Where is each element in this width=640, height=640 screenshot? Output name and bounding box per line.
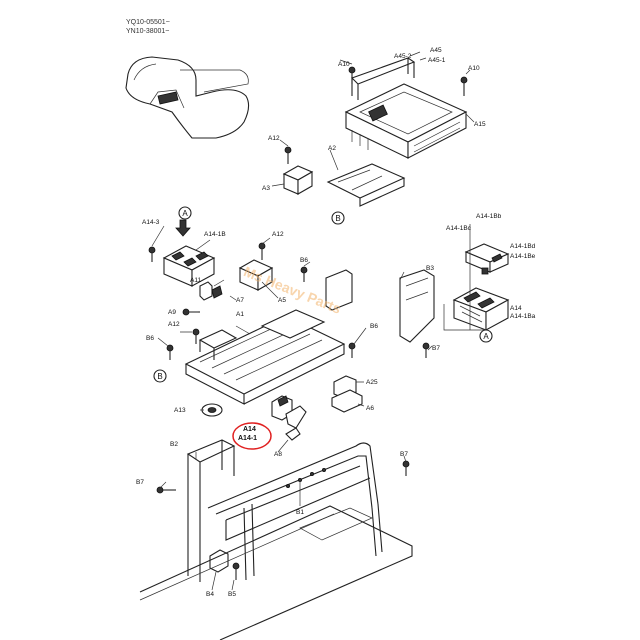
- bolt-a14-3: [148, 246, 156, 262]
- label-a12-mid: A12: [272, 231, 284, 238]
- bolt-a12-left: [192, 328, 200, 344]
- label-a11: A11: [190, 277, 201, 284]
- svg-text:A: A: [483, 332, 489, 341]
- switch-a14-1b: [162, 245, 216, 287]
- switch-a14-right: [452, 287, 510, 331]
- bolt-a12-mid: [258, 242, 266, 260]
- highlight-label: A14-1: [238, 435, 257, 442]
- ref-circle-b-upper: B: [331, 211, 345, 225]
- label-a14-1bb: A14-1Bb: [476, 213, 502, 220]
- label-b3: B3: [426, 265, 434, 272]
- bolt-b7-left: [156, 486, 176, 494]
- ref-circle-b-lower: B: [153, 369, 167, 383]
- label-b1: B1: [296, 509, 304, 516]
- label-a45: A45: [430, 47, 442, 54]
- highlight-label-top: A14: [243, 426, 256, 433]
- label-b4: B4: [206, 591, 214, 598]
- label-a1: A1: [236, 311, 244, 318]
- bolt-a10-right: [460, 76, 468, 96]
- connector-a7: [211, 285, 223, 299]
- bolt-b6-mid: [348, 342, 356, 358]
- serial-range-1: YQ10-05501~: [126, 19, 170, 26]
- svg-text:A: A: [182, 209, 188, 218]
- ref-circle-a-top: A: [178, 206, 192, 220]
- leader-lines: [151, 51, 475, 591]
- label-a10-left: A10: [338, 61, 350, 68]
- label-a10-right: A10: [468, 65, 480, 72]
- label-a14-1bd: A14-1Bd: [510, 243, 536, 250]
- label-a3: A3: [262, 185, 270, 192]
- svg-text:B: B: [157, 372, 162, 381]
- label-a12-top: A12: [268, 135, 280, 142]
- ref-circle-a-right: A: [479, 329, 493, 343]
- label-b6-mid: B6: [370, 323, 378, 330]
- part-labels: A10 A45-2 A45 A45-1 A10 A15 A12 A2 A3 A1…: [136, 47, 536, 598]
- relay-a5: [238, 259, 274, 291]
- label-a12-left: A12: [168, 321, 180, 328]
- label-a2: A2: [328, 145, 336, 152]
- serial-range-2: YN10-38001~: [126, 28, 169, 35]
- bracket-a45: [350, 57, 416, 100]
- label-b7-left: B7: [136, 479, 144, 486]
- bracket-b3: [399, 269, 435, 343]
- label-b2: B2: [170, 441, 178, 448]
- small-part-a14-1bd: [481, 267, 489, 275]
- main-panel-a1: [184, 309, 346, 405]
- label-a14-3: A14-3: [142, 219, 160, 226]
- bolt-b7-right: [422, 342, 430, 358]
- bracket-a2: [326, 163, 406, 207]
- grommet-a13: [201, 403, 223, 417]
- bolt-b6-left: [166, 344, 174, 360]
- label-a5: A5: [278, 297, 286, 304]
- switch-a14-1: [271, 395, 307, 429]
- svg-text:B: B: [335, 214, 340, 223]
- label-a9: A9: [168, 309, 176, 316]
- label-b7-mid: B7: [400, 451, 408, 458]
- clip-a11: [199, 281, 213, 301]
- label-a7: A7: [236, 297, 244, 304]
- label-b7-right: B7: [432, 345, 440, 352]
- label-a14-1b: A14-1B: [204, 231, 226, 238]
- label-a15: A15: [474, 121, 486, 128]
- label-a45-2: A45-2: [394, 53, 412, 60]
- label-b6-top: B6: [300, 257, 308, 264]
- bolt-a10-left: [348, 66, 356, 84]
- label-a25: A25: [366, 379, 378, 386]
- floor-plate: [139, 505, 413, 640]
- controller-a15: [344, 83, 468, 159]
- switch-cover-a14-1bc: [464, 243, 510, 273]
- arrow-down-icon: [175, 219, 191, 237]
- label-a13: A13: [174, 407, 186, 414]
- label-b5: B5: [228, 591, 236, 598]
- seat-inset-drawing: [125, 56, 250, 139]
- label-a6: A6: [366, 405, 374, 412]
- label-a14-right: A14: [510, 305, 522, 312]
- clip-a8: [285, 427, 301, 441]
- bracket-a6: [331, 389, 363, 413]
- label-a14-1be: A14-1Be: [510, 253, 536, 260]
- label-b6-left: B6: [146, 335, 154, 342]
- bolt-b7-mid: [402, 460, 410, 476]
- part-b4: [209, 549, 229, 573]
- bracket-b6-top: [300, 266, 353, 311]
- label-a14-1ba: A14-1Ba: [510, 313, 536, 320]
- bolt-b5: [232, 562, 240, 580]
- highlight-a14-1: A14 A14-1: [232, 422, 272, 450]
- label-a14-1bc: A14-1Bc: [446, 225, 472, 232]
- label-a45-1: A45-1: [428, 57, 446, 64]
- label-a8: A8: [274, 451, 282, 458]
- relay-a3: [282, 146, 314, 195]
